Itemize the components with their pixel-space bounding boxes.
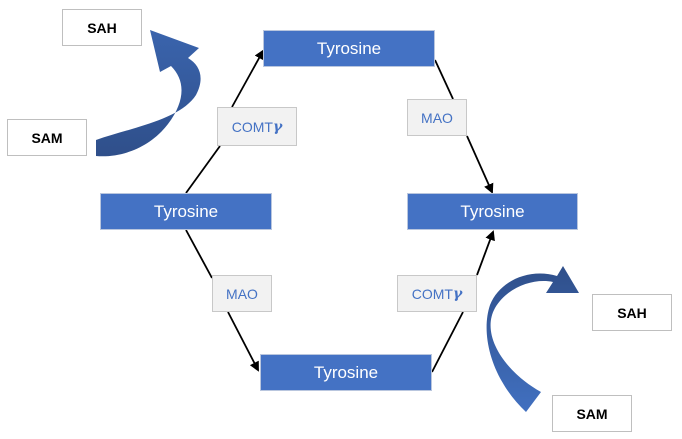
enzyme-suffix: γ (452, 285, 463, 302)
edge-left-to-bottom-arrow (227, 311, 259, 372)
edge-top-to-right (434, 59, 454, 100)
enzyme-suffix: γ (272, 118, 283, 135)
edge-bottom-to-right-arrow (476, 230, 495, 276)
edge-left-to-top (185, 145, 221, 194)
curved-arrow-upper (96, 30, 201, 157)
edge-left-to-top-arrow (231, 49, 264, 108)
curved-arrow-lower (486, 266, 579, 412)
cofactor-label: SAM (31, 129, 63, 146)
cofactor-sah-upper: SAH (62, 9, 142, 46)
enzyme-label: MAO (226, 285, 258, 302)
cofactor-label: SAH (617, 304, 647, 321)
compound-top: Tyrosine (263, 30, 435, 67)
compound-label: Tyrosine (153, 201, 219, 221)
enzyme-mao-bottom-left: MAO (212, 275, 272, 312)
cofactor-sah-lower: SAH (592, 294, 672, 331)
enzyme-mao-top-right: MAO (407, 99, 467, 136)
edge-top-to-right-arrow (466, 135, 494, 194)
edge-bottom-to-right (431, 311, 464, 373)
compound-bottom: Tyrosine (260, 354, 432, 391)
edge-left-to-bottom (185, 229, 213, 279)
compound-label: Tyrosine (460, 201, 525, 221)
compound-label: Tyrosine (313, 362, 379, 382)
enzyme-label: COMT (411, 285, 453, 302)
compound-right: Tyrosine (407, 193, 578, 230)
enzyme-label: MAO (421, 109, 453, 126)
cofactor-sam-lower: SAM (552, 395, 632, 432)
enzyme-label: COMT (231, 118, 273, 135)
cofactor-label: SAM (576, 405, 608, 422)
cofactor-sam-upper: SAM (7, 119, 87, 156)
cofactor-label: SAH (87, 19, 117, 36)
compound-label: Tyrosine (316, 38, 382, 58)
compound-left: Tyrosine (100, 193, 272, 230)
